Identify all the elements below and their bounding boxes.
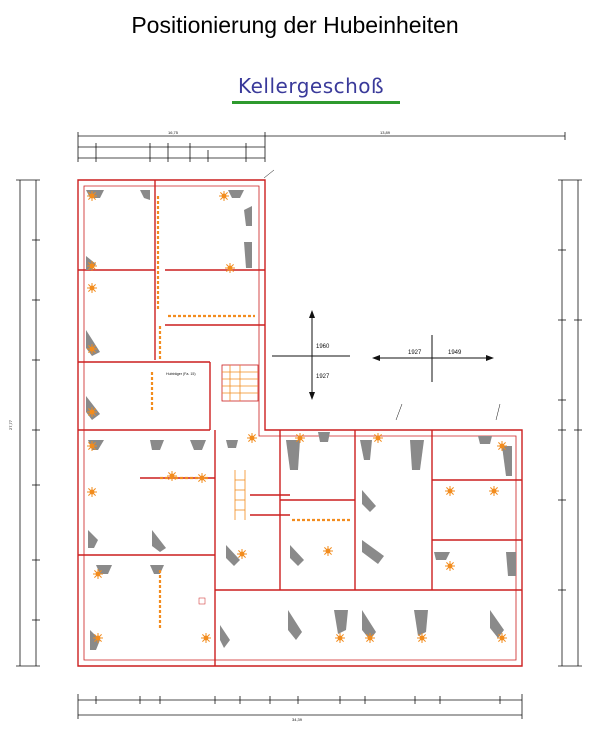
floor-label-underline (232, 101, 400, 104)
staircase: Hubträger (Fa. 15) (166, 364, 259, 520)
lifting-unit-hatches (86, 190, 516, 650)
axis-label-top: 1960 (316, 344, 330, 350)
lifting-unit-icons (86, 190, 508, 644)
dimension-lines-bottom: 34,39 (77, 694, 523, 722)
dim-top-right: 13,89 (380, 130, 391, 135)
stairs-note: Hubträger (Fa. 15) (166, 372, 196, 376)
axis-cross-horizontal: 1927 1949 (372, 335, 494, 382)
lifting-beams (150, 196, 352, 630)
dim-bottom-overall: 34,39 (292, 717, 303, 722)
dim-left-overall: 27,77 (8, 419, 13, 430)
floor-label: Kellergeschoß (238, 74, 385, 98)
axis-cross-vertical: 1960 1927 (272, 310, 350, 400)
annotations (198, 169, 501, 605)
dimension-lines-sides (16, 179, 582, 667)
axis-label-right: 1949 (448, 350, 462, 356)
page-title: Positionierung der Hubeinheiten (131, 12, 459, 38)
axis-label-bottom: 1927 (316, 374, 330, 380)
dimension-lines-top: 16,75 13,89 (77, 130, 566, 162)
outer-walls (77, 179, 523, 667)
axis-label-left: 1927 (408, 350, 422, 356)
dim-top-overall: 16,75 (168, 130, 179, 135)
inner-walls (78, 180, 522, 666)
